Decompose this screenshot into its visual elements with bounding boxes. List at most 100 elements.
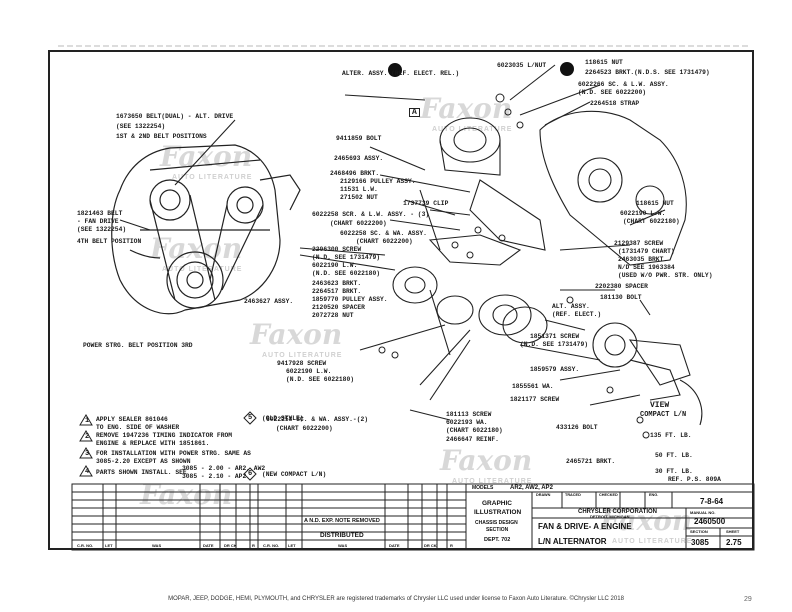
tb-section-label: SECTION bbox=[690, 529, 708, 534]
callout-view-b: COMPACT L/N bbox=[640, 411, 687, 419]
callout-1859579: 1859579 ASSY. bbox=[530, 366, 580, 373]
note-marker-1: 1 bbox=[85, 417, 90, 425]
tb-col-r: R bbox=[252, 543, 255, 548]
note-marker-3: 3 bbox=[85, 450, 90, 458]
tb-title-1: FAN & DRIVE- A ENGINE bbox=[538, 522, 632, 531]
tb-col-date-2: DATE bbox=[389, 543, 400, 548]
callout-1673650-b: (SEE 1322254) bbox=[116, 123, 166, 130]
callout-30ftlb: 30 FT. LB. bbox=[655, 468, 693, 475]
note-power-strg-b: 3085-2.20 EXCEPT AS SHOWN bbox=[96, 458, 191, 465]
note-timing: REMOVE 1947236 TIMING INDICATOR FROM bbox=[96, 432, 233, 439]
tb-section: SECTION bbox=[486, 527, 509, 533]
tb-col-was: WAS bbox=[152, 543, 162, 548]
callout-1821463-b: - FAN DRIVE bbox=[77, 218, 119, 225]
callout-6022193: 6022193 WA. bbox=[446, 419, 488, 426]
tb-checked-label: CHECKED bbox=[599, 493, 618, 497]
watermark-brand: Faxon bbox=[420, 92, 513, 125]
callout-2129387-b: (1731479 CHART) bbox=[618, 248, 675, 255]
callout-1859770: 1859770 PULLEY ASSY. bbox=[312, 296, 388, 303]
tb-drawn-label: DRAWN bbox=[536, 493, 551, 497]
tb-col-date: DATE bbox=[203, 543, 214, 548]
note-marker-6: 6 bbox=[248, 470, 253, 478]
callout-6022190-right-b: (CHART 6022180) bbox=[623, 218, 680, 225]
callout-2463035-b: N/D SEE 1963384 bbox=[618, 264, 675, 271]
callout-alt-assy: ALTER. ASSY. (REF. ELECT. REL.) bbox=[342, 70, 460, 77]
trademark-footer: MOPAR, JEEP, DODGE, HEMI, PLYMOUTH, and … bbox=[168, 596, 624, 602]
tb-rev-note-2: DISTRIBUTED bbox=[320, 532, 364, 539]
tb-graphic: GRAPHIC bbox=[482, 500, 512, 507]
callout-view: VIEW bbox=[650, 401, 670, 410]
callout-2465693: 2465693 ASSY. bbox=[334, 155, 384, 162]
tb-models: AR2, AW2, AP2 bbox=[510, 485, 553, 491]
tb-city: DETROIT, MICHIGAN bbox=[590, 514, 630, 519]
watermark-sub: AUTO LITERATURE bbox=[262, 352, 343, 359]
callout-1821463: 1821463 BELT bbox=[77, 210, 123, 217]
watermark-brand: Faxon bbox=[600, 504, 693, 537]
callout-30ftlb-b: REF. P.S. 809A bbox=[668, 476, 721, 483]
callout-1673650-c: 1ST & 2ND BELT POSITIONS bbox=[116, 133, 207, 140]
callout-2206300-b: (N.D. SEE 1731479) bbox=[312, 254, 381, 261]
callout-1821463-c: (SEE 1322254) bbox=[77, 226, 127, 233]
callout-2202380: 2202380 SPACER bbox=[595, 283, 648, 290]
callout-power-strg: POWER STRG. BELT POSITION 3RD bbox=[83, 342, 193, 349]
note-parts-shown-b: 3085 - 2.00 - AR2, AW2 bbox=[182, 465, 266, 472]
tb-sheet-label: SHEET bbox=[726, 529, 740, 534]
callout-1851371-b: (N.D. SEE 1731479) bbox=[520, 341, 589, 348]
callout-118615-top: 118615 NUT bbox=[585, 59, 623, 66]
tb-col-let-2: LET bbox=[288, 543, 296, 548]
callout-2129166: 2129166 PULLEY ASSY. bbox=[340, 178, 416, 185]
engine-front-view bbox=[111, 144, 301, 315]
tb-manual-label: MANUAL NO. bbox=[690, 510, 716, 515]
note-old-style: (OLD STYLE) bbox=[262, 415, 304, 422]
callout-50ftlb: 50 FT. LB. bbox=[655, 452, 693, 459]
callout-6022193-b: (CHART 6022180) bbox=[446, 427, 503, 434]
tb-rev-note: A N.D. EXP. NOTE REMOVED bbox=[304, 518, 380, 524]
callout-6022258-low-b: (CHART 6022200) bbox=[276, 425, 333, 432]
note-timing-b: ENGINE & REPLACE WITH 1851861. bbox=[96, 440, 210, 447]
tb-col-drck-2: DR CK bbox=[424, 543, 437, 548]
callout-118615-right: 118615 NUT bbox=[636, 200, 674, 207]
callout-2463627: 2463627 ASSY. bbox=[244, 298, 294, 305]
callout-1737739: 1737739 CLIP bbox=[403, 200, 449, 207]
watermark-brand: Faxon bbox=[440, 444, 533, 477]
callout-2072728: 2072728 NUT bbox=[312, 312, 354, 319]
callout-6023035: 6023035 L/NUT bbox=[497, 62, 547, 69]
callout-6022266: 6022266 SC. & L.W. ASSY. bbox=[578, 81, 669, 88]
callout-2463035-c: (USED W/O PWR. STR. ONLY) bbox=[618, 272, 713, 279]
callout-alt-assy-right-b: (REF. ELECT.) bbox=[552, 311, 602, 318]
tb-section-no: 3085 bbox=[691, 538, 709, 547]
watermark-brand: Faxon bbox=[250, 318, 343, 351]
tb-col-drck: DR CK bbox=[224, 543, 237, 548]
alternator-bracket-explode bbox=[119, 64, 703, 426]
tb-illustration: ILLUSTRATION bbox=[474, 509, 522, 516]
callout-6022266-b: (N.D. SEE 6022200) bbox=[578, 89, 647, 96]
note-marker-4: 4 bbox=[85, 468, 90, 476]
callout-2264518: 2264518 STRAP bbox=[590, 100, 640, 107]
watermark-sub: AUTO LITERATURE bbox=[432, 126, 513, 133]
title-block-lines bbox=[71, 483, 755, 551]
callout-4th-belt: 4TH BELT POSITION bbox=[77, 238, 142, 245]
callout-6022190-mid-b: (N.D. SEE 6022180) bbox=[312, 270, 381, 277]
watermark-sub: AUTO LITERATURE bbox=[612, 538, 693, 545]
callout-6022258-low: 6022258 SC. & WA. ASSY.-(2) bbox=[266, 416, 369, 423]
callout-2465721: 2465721 BRKT. bbox=[566, 458, 616, 465]
tb-eng-label: ENG. bbox=[649, 493, 659, 497]
callout-letter-a: A bbox=[409, 108, 420, 117]
note-sealer: APPLY SEALER 861046 bbox=[96, 416, 168, 423]
callout-2264517: 2264517 BRKT. bbox=[312, 288, 362, 295]
callout-6022258-mid-b: (CHART 6022200) bbox=[356, 238, 413, 245]
callout-6022190-right: 6022190 L.W. bbox=[620, 210, 666, 217]
tb-chassis: CHASSIS DESIGN bbox=[475, 520, 518, 526]
watermark-sub: AUTO LITERATURE bbox=[452, 478, 533, 485]
tb-title-2: L/N ALTERNATOR bbox=[538, 537, 607, 546]
callout-1855561: 1855561 WA. bbox=[512, 383, 554, 390]
callout-6022190-low-b: (N.D. SEE 6022180) bbox=[286, 376, 355, 383]
tb-dept: DEPT. 702 bbox=[484, 537, 511, 543]
callout-2206300: 2206300 SCREW bbox=[312, 246, 362, 253]
callout-2463035: 2463035 BRKT. bbox=[618, 256, 668, 263]
tb-col-let: LET bbox=[105, 543, 113, 548]
note-power-strg: FOR INSTALLATION WITH POWER STRG. SAME A… bbox=[96, 450, 251, 457]
callout-433126: 433126 BOLT bbox=[556, 424, 598, 431]
